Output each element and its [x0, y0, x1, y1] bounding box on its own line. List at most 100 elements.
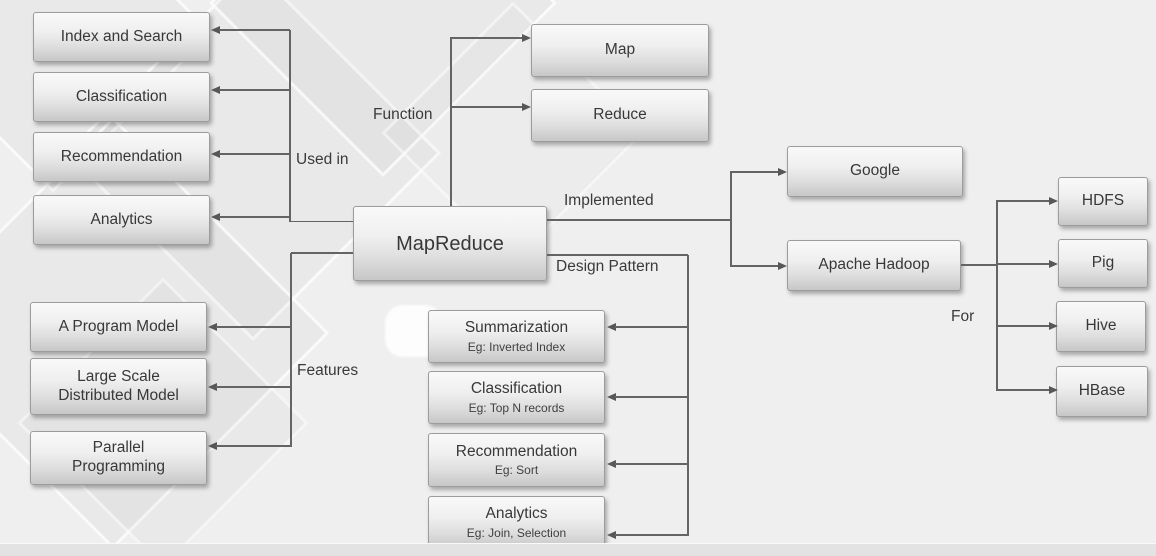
connector-line	[216, 326, 291, 328]
connector-line	[547, 254, 688, 256]
connector-line	[289, 30, 291, 222]
node-classification-pattern: Classification Eg: Top N records	[428, 371, 605, 424]
node-summarization: Summarization Eg: Inverted Index	[428, 310, 605, 363]
arrow-right-icon	[1049, 385, 1058, 394]
arrow-left-icon	[607, 459, 616, 468]
connector-line	[996, 201, 998, 390]
node-label: Classification	[470, 380, 563, 397]
connector-line	[290, 220, 353, 223]
node-hbase: HBase	[1056, 366, 1148, 417]
connector-line	[219, 29, 290, 31]
node-label: Reduce	[593, 106, 647, 124]
node-mapreduce: MapReduce	[353, 206, 547, 281]
edge-label-implemented: Implemented	[564, 192, 654, 209]
arrow-left-icon	[208, 441, 217, 450]
connector-line	[996, 389, 1049, 391]
connector-line	[547, 219, 731, 221]
arrow-left-icon	[607, 322, 616, 331]
node-example: Eg: Sort	[494, 463, 539, 478]
connector-line	[219, 153, 290, 155]
connector-line	[450, 38, 452, 206]
node-example: Eg: Inverted Index	[467, 339, 566, 354]
connector-line	[216, 386, 291, 388]
node-label: HBase	[1078, 382, 1126, 400]
node-label: Analytics	[485, 505, 548, 522]
node-index-and-search: Index and Search	[33, 12, 210, 62]
connector-line	[730, 265, 778, 267]
connector-line	[219, 89, 290, 91]
node-label: Recommendation	[455, 442, 578, 460]
edge-label-for: For	[951, 308, 975, 325]
connector-line	[615, 396, 688, 398]
edge-label-function: Function	[373, 106, 433, 123]
arrow-left-icon	[211, 149, 220, 158]
node-classification: Classification	[33, 72, 210, 122]
node-label: Index and Search	[60, 27, 183, 45]
connector-line	[615, 534, 688, 536]
node-label: Apache Hadoop	[818, 256, 930, 274]
node-example: Eg: Join, Selection	[466, 525, 567, 540]
arrow-right-icon	[778, 261, 787, 270]
node-label: HDFS	[1081, 192, 1125, 210]
node-reduce: Reduce	[531, 89, 709, 142]
connector-line	[450, 37, 522, 39]
node-analytics: Analytics	[33, 195, 210, 245]
node-large-scale-distributed-model: Large Scale Distributed Model	[30, 358, 207, 415]
node-label: A Program Model	[58, 317, 179, 335]
node-label: Pig	[1091, 254, 1115, 272]
node-apache-hadoop: Apache Hadoop	[787, 240, 961, 291]
arrow-left-icon	[607, 392, 616, 401]
node-recommendation: Recommendation	[33, 132, 210, 182]
node-parallel-programming: Parallel Programming	[30, 431, 207, 485]
arrow-right-icon	[1049, 259, 1058, 268]
node-label: Parallel Programming	[71, 439, 166, 475]
connector-line	[291, 252, 353, 254]
node-label: Analytics	[90, 210, 153, 228]
node-hive: Hive	[1056, 301, 1146, 352]
node-label: Map	[604, 41, 636, 59]
arrow-left-icon	[211, 85, 220, 94]
arrow-right-icon	[778, 167, 787, 176]
connector-line	[996, 263, 1049, 265]
node-label: Summarization	[464, 319, 569, 336]
connector-line	[730, 172, 732, 266]
connector-line	[219, 216, 290, 218]
node-label: Google	[850, 162, 900, 180]
arrow-right-icon	[1049, 321, 1058, 330]
node-analytics-pattern: Analytics Eg: Join, Selection	[428, 496, 605, 549]
connector-line	[730, 171, 778, 173]
arrow-left-icon	[607, 530, 616, 539]
node-label: MapReduce	[396, 232, 504, 255]
node-map: Map	[531, 24, 709, 77]
connector-line	[450, 106, 522, 108]
connector-line	[290, 253, 292, 447]
arrow-left-icon	[208, 322, 217, 331]
node-label: Recommendation	[60, 147, 183, 165]
connector-line	[961, 264, 997, 266]
arrow-right-icon	[522, 102, 531, 111]
arrow-left-icon	[211, 212, 220, 221]
node-label: Classification	[75, 87, 168, 105]
node-google: Google	[787, 146, 963, 197]
connector-line	[996, 200, 1049, 202]
arrow-right-icon	[522, 33, 531, 42]
edge-label-used-in: Used in	[296, 151, 349, 168]
node-label: Large Scale Distributed Model	[58, 367, 179, 404]
node-label: Hive	[1085, 317, 1117, 335]
arrow-left-icon	[211, 25, 220, 34]
edge-label-features: Features	[297, 362, 359, 379]
connector-line	[615, 463, 688, 465]
bottom-strip	[0, 543, 1156, 556]
connector-line	[615, 326, 688, 328]
edge-label-design-pattern: Design Pattern	[556, 258, 659, 275]
node-recommendation-pattern: Recommendation Eg: Sort	[428, 433, 605, 487]
node-hdfs: HDFS	[1058, 177, 1148, 226]
connector-line	[687, 255, 689, 536]
arrow-right-icon	[1049, 196, 1058, 205]
node-a-program-model: A Program Model	[30, 302, 207, 352]
arrow-left-icon	[208, 382, 217, 391]
connector-line	[996, 325, 1049, 327]
node-pig: Pig	[1058, 239, 1148, 288]
connector-line	[216, 445, 291, 447]
